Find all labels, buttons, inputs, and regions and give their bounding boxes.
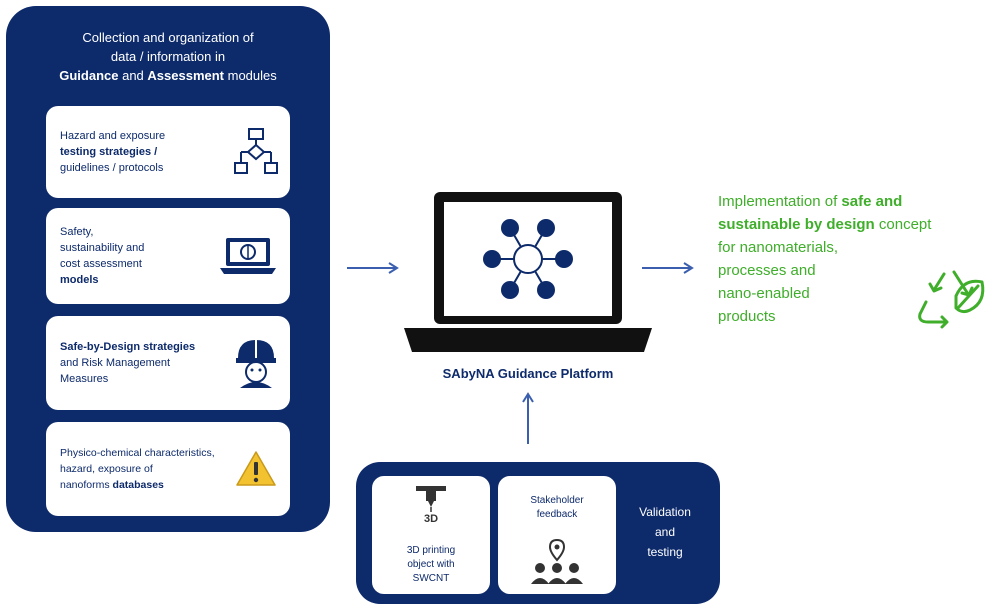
validation-line: testing — [647, 545, 683, 559]
card-text-line: object with — [407, 559, 455, 570]
and-text: and — [118, 68, 148, 83]
assessment-label: Assessment — [147, 68, 225, 83]
card-text-line: testing strategies / — [60, 146, 158, 158]
validation-label: Validation and testing — [618, 502, 712, 562]
safe-and-label: safe and — [841, 193, 903, 210]
card-text-line: Hazard and exposure — [60, 130, 166, 142]
card-text-line: Stakeholder — [530, 495, 584, 506]
card-text-line: nanoforms databases — [60, 477, 250, 493]
databases-card: Physico-chemical characteristics, hazard… — [46, 422, 290, 516]
outcome-text: Implementation of safe and sustainable b… — [718, 190, 998, 328]
header-line: Guidance and Assessment modules — [36, 66, 300, 85]
card-text-line: and Risk Management — [60, 357, 171, 369]
safety-helmet-icon — [236, 340, 276, 388]
outcome-line: nano-enabled — [718, 285, 810, 302]
outcome-text-part: Implementation of — [718, 193, 842, 210]
card-text-line: models — [60, 274, 99, 286]
validation-panel: 3D 3D printing object with SWCNT Stakeho… — [356, 462, 720, 604]
assessment-models-card: Safety, sustainability and cost assessme… — [46, 208, 290, 304]
card-text-line: Safety, — [60, 226, 94, 238]
outcome-text-part: concept — [874, 216, 932, 233]
stakeholders-icon — [531, 538, 583, 584]
3d-printing-card: 3D 3D printing object with SWCNT — [372, 476, 490, 594]
databases-label: databases — [112, 479, 164, 491]
card-text-line: 3D printing — [406, 545, 456, 556]
sustainable-by-design-label: sustainable by design — [718, 216, 875, 233]
card-text-line: Safe-by-Design strategies — [60, 341, 196, 353]
guidance-label: Guidance — [59, 68, 119, 83]
data-collection-panel: Collection and organization of data / in… — [6, 6, 330, 532]
laptop-icon — [220, 238, 276, 274]
validation-line: and — [654, 525, 676, 539]
recycle-leaf-icon — [918, 270, 985, 329]
validation-line: Validation — [639, 505, 691, 519]
header-line: Collection and organization of — [82, 30, 254, 45]
3d-label: 3D — [423, 513, 439, 525]
card-text-line: cost assessment — [60, 258, 142, 270]
card-text-line: feedback — [536, 509, 578, 520]
modules-text: modules — [224, 68, 277, 83]
outcome-line: products — [718, 308, 776, 325]
data-collection-header: Collection and organization of data / in… — [36, 28, 300, 85]
header-line: data / information in — [110, 49, 226, 64]
arrow-up-icon — [522, 392, 534, 444]
warning-icon — [236, 451, 276, 486]
outcome-line: processes and — [718, 262, 816, 279]
3d-printer-icon — [416, 486, 446, 512]
arrow-right-icon — [642, 262, 694, 274]
card-text-line: SWCNT — [412, 573, 450, 584]
card-text-line: sustainability and — [60, 242, 145, 254]
card-text-line: Measures — [60, 373, 109, 385]
outcome-line: Implementation of safe and — [718, 190, 998, 213]
outcome-line: sustainable by design concept — [718, 213, 998, 236]
outcome-line: for nanomaterials, — [718, 239, 839, 256]
card-text-line: guidelines / protocols — [60, 162, 164, 174]
network-laptop-icon — [404, 192, 652, 352]
platform-label: SAbyNA Guidance Platform — [442, 366, 614, 381]
stakeholder-feedback-card: Stakeholder feedback — [498, 476, 616, 594]
flowchart-icon — [234, 128, 278, 174]
arrow-right-icon — [347, 262, 399, 274]
card-text-line: hazard, exposure of — [60, 463, 153, 475]
testing-strategies-card: Hazard and exposure testing strategies /… — [46, 106, 290, 198]
safe-by-design-card: Safe-by-Design strategies and Risk Manag… — [46, 316, 290, 410]
nanoforms-text: nanoforms — [60, 479, 113, 491]
card-text-line: Physico-chemical characteristics, — [60, 447, 215, 459]
